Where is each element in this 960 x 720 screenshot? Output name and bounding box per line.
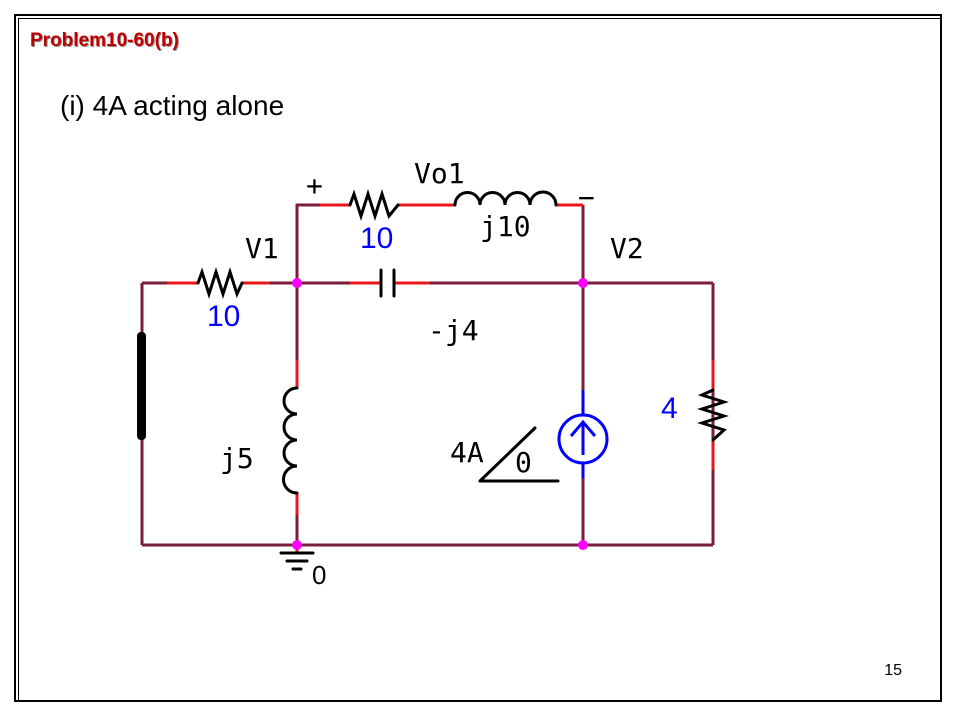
label-l-top-value: j10 [480,210,531,243]
inductor-left-icon [282,386,299,495]
source-arrow-head [569,419,597,437]
label-l-left-value: j5 [220,442,254,475]
node-v2 [578,278,588,288]
label-r-left-value: 10 [207,300,240,333]
label-source-value: 4A [450,436,484,469]
slide-subtitle: (i) 4A acting alone [60,90,285,121]
label-ground: 0 [312,560,326,590]
circuit-wires [140,203,715,547]
node-bottom-right [578,540,588,550]
label-plus: + [306,169,323,202]
label-v1: V1 [245,232,279,265]
current-source-icon [557,390,609,478]
shorted-voltage-source [137,332,146,440]
page-number: 15 [884,662,902,679]
source-circle [557,413,609,465]
label-v2: V2 [610,232,644,265]
label-r-right-value: 4 [661,392,678,425]
component-leads [167,203,715,515]
capacitor-icon [379,268,396,298]
phasor-angle-icon [478,426,560,483]
node-ground [292,540,302,550]
slide-frame-inner [18,18,942,702]
inductor-top-icon [453,190,558,207]
resistor-right-icon [697,388,729,442]
resistor-left-icon [196,267,244,299]
label-source-angle: 0 [515,446,532,479]
node-v1 [292,278,302,288]
resistor-top-icon [348,189,400,221]
problem-title: Problem10-60(b) [30,30,179,51]
label-vo1: Vo1 [414,157,465,190]
label-minus: − [578,181,595,214]
circuit-nodes [292,278,588,550]
label-cap-value: -j4 [428,314,479,347]
wire-v1-up [295,203,320,283]
label-r-top-value: 10 [360,222,393,255]
